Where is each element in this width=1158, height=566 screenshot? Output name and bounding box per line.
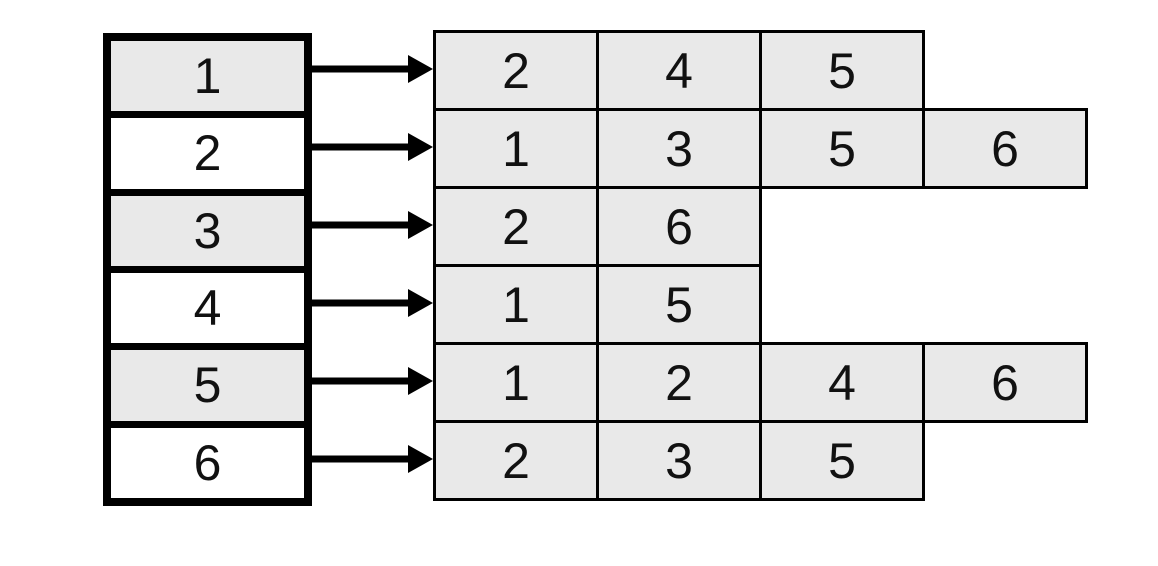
neighbor-label: 5	[665, 276, 693, 333]
vertex-cell-1: 1	[111, 41, 304, 119]
neighbor-label: 5	[828, 432, 856, 489]
vertex-cell-6: 6	[111, 427, 304, 498]
adjacency-row-2: 1 3 5 6	[433, 108, 1088, 189]
right-arrow-icon	[312, 211, 433, 239]
right-arrow-icon	[312, 55, 433, 83]
neighbor-label: 2	[502, 432, 530, 489]
neighbor-cell: 6	[596, 186, 762, 267]
right-arrow-icon	[312, 289, 433, 317]
neighbor-cell: 2	[433, 30, 599, 111]
vertex-cell-3: 3	[111, 195, 304, 273]
neighbor-cell: 6	[922, 108, 1088, 189]
right-arrow-icon	[312, 445, 433, 473]
vertex-label: 3	[193, 202, 222, 259]
vertex-label: 2	[193, 125, 222, 182]
adjacency-row-1: 2 4 5	[433, 30, 925, 111]
vertex-cell-2: 2	[111, 118, 304, 196]
neighbor-cell: 5	[759, 420, 925, 501]
neighbor-cell: 5	[759, 108, 925, 189]
vertex-label: 6	[193, 434, 222, 491]
right-arrow-icon	[312, 367, 433, 395]
neighbor-label: 1	[502, 120, 530, 177]
neighbor-label: 5	[828, 120, 856, 177]
vertex-cell-4: 4	[111, 272, 304, 351]
neighbor-cell: 1	[433, 108, 599, 189]
neighbor-cell: 4	[759, 342, 925, 423]
neighbor-label: 5	[828, 42, 856, 99]
vertex-label: 4	[193, 280, 222, 337]
neighbor-cell: 6	[922, 342, 1088, 423]
neighbor-label: 1	[502, 276, 530, 333]
neighbor-cell: 3	[596, 108, 762, 189]
neighbor-label: 4	[828, 354, 856, 411]
neighbor-label: 6	[991, 354, 1019, 411]
neighbor-cell: 1	[433, 342, 599, 423]
vertex-cell-5: 5	[111, 350, 304, 428]
neighbor-cell: 5	[759, 30, 925, 111]
vertex-label: 1	[193, 48, 222, 105]
right-arrow-icon	[312, 133, 433, 161]
neighbor-label: 4	[665, 42, 693, 99]
adjacency-row-5: 1 2 4 6	[433, 342, 1088, 423]
neighbor-label: 3	[665, 432, 693, 489]
neighbor-label: 3	[665, 120, 693, 177]
vertex-column: 1 2 3 4 5 6	[103, 33, 312, 506]
neighbor-cell: 3	[596, 420, 762, 501]
neighbor-cell: 5	[596, 264, 762, 345]
neighbor-label: 2	[502, 42, 530, 99]
neighbor-cell: 1	[433, 264, 599, 345]
adjacency-row-6: 2 3 5	[433, 420, 925, 501]
neighbor-cell: 2	[433, 420, 599, 501]
neighbor-cell: 4	[596, 30, 762, 111]
neighbor-label: 1	[502, 354, 530, 411]
neighbor-label: 6	[665, 198, 693, 255]
neighbor-cell: 2	[433, 186, 599, 267]
neighbor-label: 2	[502, 198, 530, 255]
neighbor-cell: 2	[596, 342, 762, 423]
vertex-label: 5	[193, 357, 222, 414]
neighbor-label: 6	[991, 120, 1019, 177]
neighbor-label: 2	[665, 354, 693, 411]
